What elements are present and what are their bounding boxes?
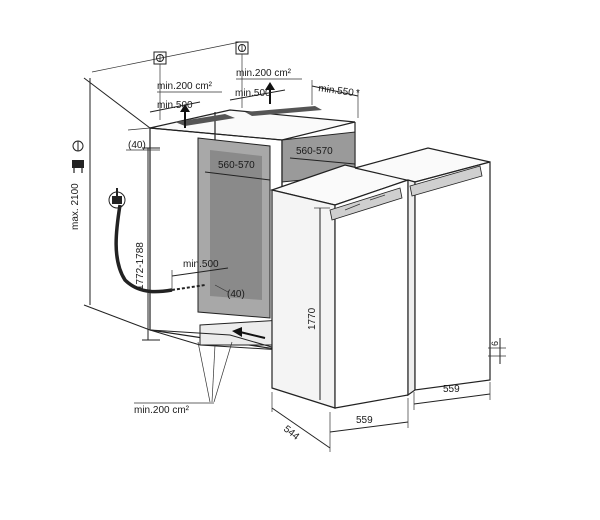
appliance-left-side	[271, 189, 336, 409]
appliance-right-handle	[409, 165, 483, 197]
label-width-right: 560-570	[296, 146, 333, 157]
power-plug-icon	[72, 160, 84, 173]
airflow-arrow-icon	[232, 327, 266, 339]
water-hose	[114, 204, 173, 294]
label-asterisk: *	[356, 88, 360, 99]
label-gap: 6	[490, 341, 500, 346]
label-width-left: 560-570	[218, 160, 255, 171]
ground-symbol-icon-2	[235, 41, 249, 55]
ground-symbol-icon	[72, 140, 84, 152]
niche-left-back	[210, 150, 262, 300]
appliance-left-handle	[329, 187, 403, 221]
label-appliance-width-right: 559	[443, 384, 460, 395]
label-depth-top-right: min.500	[235, 88, 271, 99]
appliance-right-front	[414, 161, 491, 391]
label-depth-bottom: min.500	[183, 259, 219, 270]
appliance-right-side	[407, 179, 416, 397]
label-appliance-width-left: 559	[356, 415, 373, 426]
label-vent-bottom: min.200 cm²	[134, 405, 190, 416]
water-tap-icon	[108, 188, 126, 209]
airflow-arrow-icon	[180, 104, 190, 128]
label-appliance-height: 1770	[307, 307, 318, 330]
label-niche-depth: min.550	[318, 83, 355, 99]
label-offset-bottom: (40)	[227, 289, 245, 300]
label-depth-top-left: min.500	[157, 100, 193, 111]
label-niche-height: 1772-1788	[135, 242, 146, 290]
airflow-arrow-icon	[265, 82, 275, 104]
label-vent-top-left: min.200 cm²	[157, 81, 213, 92]
label-vent-top-right: min.200 cm²	[236, 68, 292, 79]
top-vent-right	[245, 106, 322, 116]
label-max-height: max. 2100	[70, 183, 81, 230]
label-offset-top: (40)	[128, 140, 146, 151]
appliance-right	[354, 147, 491, 397]
ground-symbol-icon	[153, 51, 167, 65]
appliance-left	[269, 164, 411, 409]
top-vent-left	[175, 114, 235, 126]
